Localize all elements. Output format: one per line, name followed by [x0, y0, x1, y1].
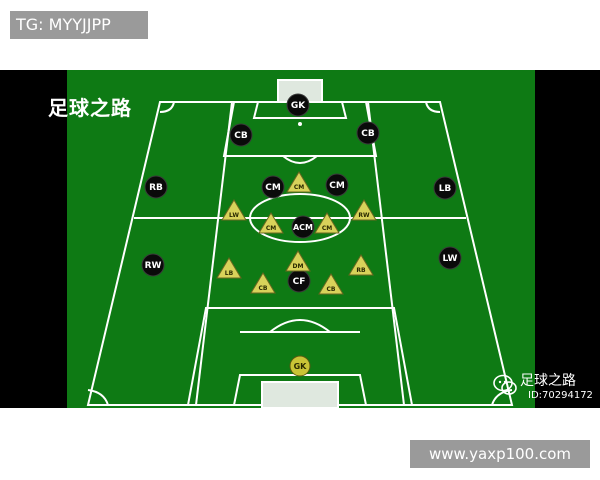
football-pitch: GK CB CB RB CM CM LB ACM RW LW CF CM LW CM CM RW DM LB RB C… [0, 70, 600, 408]
player-circle-cm: CM [261, 175, 285, 199]
player-label: CF [293, 277, 306, 287]
player-triangle-cm: CM [286, 171, 312, 193]
video-title: 足球之路 [48, 96, 132, 120]
site-url: www.yaxp100.com [410, 440, 590, 468]
player-triangle-cb: CB [318, 273, 344, 295]
centre-circle [249, 193, 351, 243]
player-label: LB [225, 270, 234, 277]
corner-arc-bottom-left [87, 389, 109, 406]
player-triangle-lb: LB [216, 257, 242, 279]
player-label: CM [329, 181, 345, 191]
player-triangle-rw: RW [351, 199, 377, 221]
watermark-name: 足球之路 [520, 373, 576, 389]
player-circle-cb: CB [229, 123, 253, 147]
player-label: CB [234, 131, 248, 141]
player-circle-lw: LW [438, 246, 462, 270]
player-triangle-rb: RB [348, 254, 374, 276]
player-label: CM [266, 225, 276, 232]
player-label: GK [291, 101, 306, 111]
top-penalty-arc [282, 155, 318, 164]
watermark-id: ID:70294172 [528, 390, 593, 401]
wechat-icon [493, 374, 517, 395]
video-frame: GK CB CB RB CM CM LB ACM RW LW CF CM LW CM CM RW DM LB RB C… [0, 70, 600, 408]
player-label: DM [293, 263, 304, 270]
player-label: CB [361, 129, 375, 139]
player-triangle-dm: DM [285, 250, 311, 272]
watermark: 足球之路 ID:70294172 [492, 370, 593, 406]
player-triangle-lw: LW [221, 199, 247, 221]
left-channel-line [195, 101, 233, 406]
player-circle-cm: CM [325, 173, 349, 197]
corner-arc-bottom-right [491, 389, 513, 406]
bottom-goal-area [232, 374, 368, 406]
player-triangle-cm: CM [314, 212, 340, 234]
bottom-penalty-box [186, 307, 414, 406]
right-channel-line [367, 101, 405, 406]
player-label: LW [443, 254, 458, 264]
player-circle-acm: ACM [291, 215, 315, 239]
player-circle-rw: RW [141, 253, 165, 277]
corner-arc-top-left [159, 101, 175, 113]
penalty-spot [298, 122, 302, 126]
player-circle-rb: RB [144, 175, 168, 199]
player-label: CM [265, 183, 281, 193]
player-triangle-cb: CB [250, 272, 276, 294]
player-label: RB [356, 267, 366, 274]
bottom-penalty-arc [269, 319, 331, 333]
player-triangle-cm: CM [258, 212, 284, 234]
bottom-goal [261, 381, 339, 408]
player-label: CB [327, 286, 336, 293]
player-label: LB [439, 184, 452, 194]
player-goalkeeper: GK [289, 355, 311, 377]
player-label: RW [358, 212, 370, 219]
player-circle-gk: GK [286, 93, 310, 117]
player-circle-cf: CF [287, 269, 311, 293]
player-label: GK [294, 362, 308, 371]
player-label: ACM [293, 223, 313, 232]
tg-tag: TG: MYYJJPP [10, 11, 148, 39]
player-circle-cb: CB [356, 121, 380, 145]
player-label: LW [229, 212, 239, 219]
player-label: CM [294, 184, 304, 191]
player-label: RB [149, 183, 163, 193]
player-label: CB [259, 285, 268, 292]
corner-arc-top-right [425, 101, 441, 113]
player-label: RW [145, 261, 162, 271]
player-label: CM [322, 225, 332, 232]
player-circle-lb: LB [433, 176, 457, 200]
